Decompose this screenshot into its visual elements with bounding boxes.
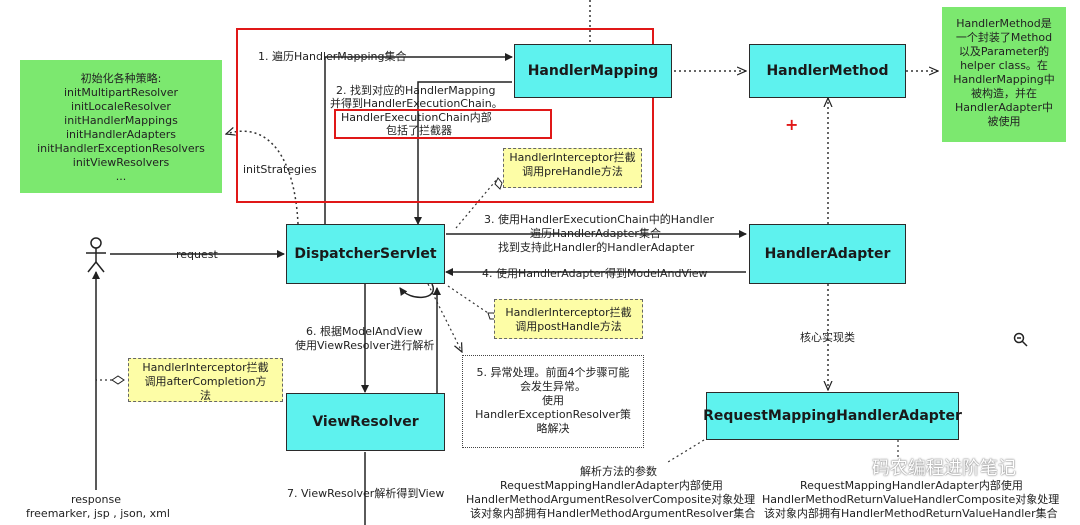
handler-mapping-node[interactable]: HandlerMapping	[514, 44, 672, 98]
args-label-1: 解析方法的参数	[580, 465, 657, 478]
posthandle-interceptor-note: HandlerInterceptor拦截 调用postHandle方法	[494, 299, 643, 339]
prehandle-interceptor-note: HandlerInterceptor拦截 调用preHandle方法	[503, 148, 642, 188]
request-mapping-handler-adapter-node[interactable]: RequestMappingHandlerAdapter	[703, 392, 962, 440]
view-resolver-node[interactable]: ViewResolver	[286, 393, 445, 451]
handler-method-note: HandlerMethod是 一个封装了Method 以及Parameter的 …	[942, 7, 1066, 142]
args-label-3: HandlerMethodArgumentResolverComposite对象…	[466, 493, 756, 506]
init-strategies-label: initStrategies	[243, 163, 317, 176]
connector-step1	[324, 53, 513, 228]
user-actor-icon	[86, 237, 106, 273]
response-label-2: freemarker, jsp , json, xml	[26, 507, 170, 520]
return-label-3: 该对象内部拥有HandlerMethodReturnValueHandler集合	[764, 507, 1058, 520]
highlight-frame-main	[236, 28, 654, 203]
chain-label-1: HandlerExecutionChain内部	[341, 111, 492, 124]
step6-label-1: 6. 根据ModelAndView	[306, 325, 423, 338]
args-label-4: 该对象内部拥有HandlerMethodArgumentResolver集合	[470, 507, 756, 520]
core-impl-label: 核心实现类	[800, 331, 855, 344]
args-label-2: RequestMappingHandlerAdapter内部使用	[500, 479, 723, 492]
step2-label-2: 并得到HandlerExecutionChain。	[330, 97, 503, 110]
zoom-icon	[1013, 332, 1028, 347]
request-label: request	[176, 248, 218, 261]
handler-method-node[interactable]: HandlerMethod	[749, 44, 906, 98]
step4-label: 4. 使用HandlerAdapter得到ModelAndView	[482, 267, 708, 280]
return-label-2: HandlerMethodReturnValueHandlerComposite…	[762, 493, 1060, 506]
step6-label-2: 使用ViewResolver进行解析	[295, 339, 435, 352]
highlight-frame-chain	[334, 109, 552, 139]
exception-handling-note: 5. 异常处理。前面4个步骤可能 会发生异常。 使用 HandlerExcept…	[462, 355, 644, 448]
step3-label-3: 找到支持此Handler的HandlerAdapter	[498, 241, 695, 254]
watermark: 码农编程进阶笔记	[872, 458, 1016, 479]
dispatcher-servlet-node[interactable]: DispatcherServlet	[286, 224, 445, 284]
response-label-1: response	[71, 493, 121, 506]
step1-label: 1. 遍历HandlerMapping集合	[258, 50, 407, 63]
connector-posthandle	[447, 285, 489, 314]
connector-step2	[414, 81, 512, 225]
step7-label: 7. ViewResolver解析得到View	[287, 487, 445, 500]
connector-args	[667, 439, 705, 463]
init-strategies-note: 初始化各种策略: initMultipartResolver initLocal…	[20, 60, 222, 193]
connector-prehandle	[455, 177, 499, 229]
handler-adapter-node[interactable]: HandlerAdapter	[749, 224, 906, 284]
aftercompletion-interceptor-note: HandlerInterceptor拦截 调用afterCompletion方 …	[128, 358, 283, 402]
step2-label-1: 2. 找到对应的HandlerMapping	[336, 84, 496, 97]
step3-label-1: 3. 使用HandlerExecutionChain中的Handler	[484, 213, 715, 226]
step3-label-2: 遍历HandlerAdapter集合	[530, 227, 661, 240]
plus-marker: +	[785, 115, 799, 134]
return-label-1: RequestMappingHandlerAdapter内部使用	[800, 479, 1023, 492]
chain-label-2: 包括了拦截器	[386, 124, 452, 137]
